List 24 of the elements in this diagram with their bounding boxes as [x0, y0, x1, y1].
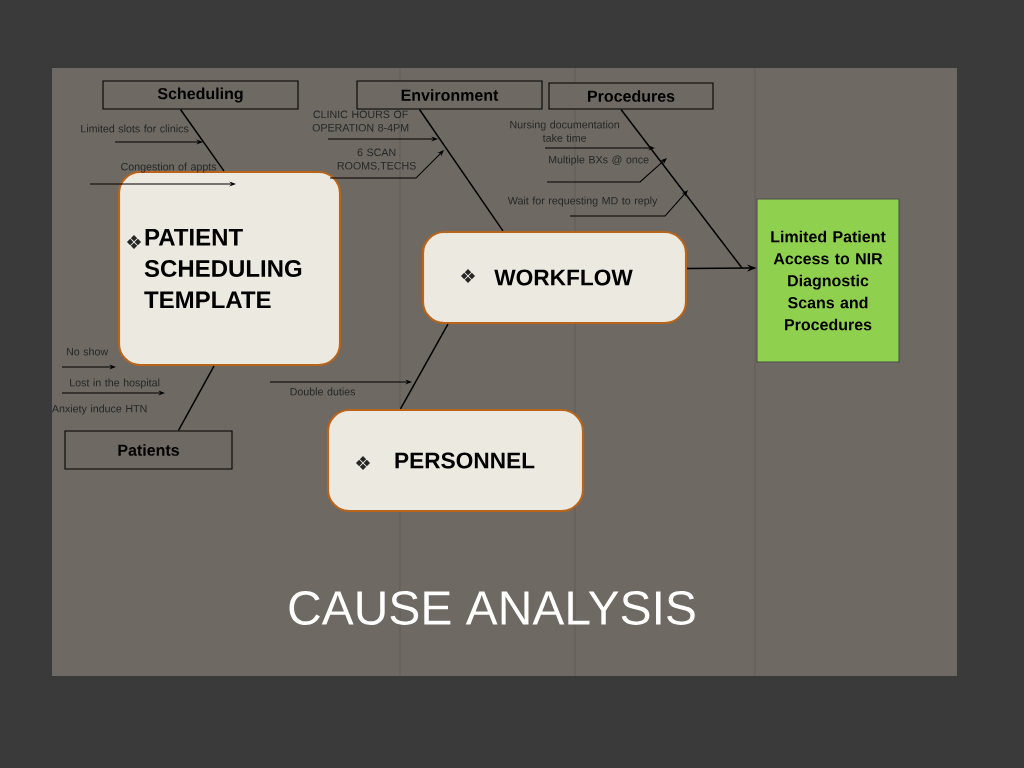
- cause-text: Wait for requesting MD to reply: [507, 196, 658, 207]
- cause-text: Limited slots for clinics: [81, 124, 189, 133]
- cause-text: Congestion of appts: [121, 162, 217, 173]
- category-box: Scheduling: [102, 80, 299, 110]
- cause-text: 6 SCAN ROOMS,TECHS: [337, 148, 416, 171]
- fishbone-bone: [179, 108, 225, 172]
- cause-text: Lost in the hospital: [70, 378, 160, 389]
- cause-text: Double duties: [290, 387, 356, 396]
- cause-text: Nursing documentation take time: [510, 120, 620, 142]
- category-box: Procedures: [548, 82, 714, 110]
- cause-text: Multiple BXs @ once: [549, 155, 649, 166]
- fishbone-bone: [620, 108, 743, 269]
- slide-title: CAUSE ANALYSIS: [289, 591, 695, 625]
- fishbone-bone: [177, 365, 215, 432]
- cause-text: CLINIC HOURS OF OPERATION 8-4PM: [312, 110, 409, 132]
- category-box: Patients: [64, 430, 233, 470]
- category-box: Environment: [356, 80, 543, 110]
- effect-box: Limited Patient Access to NIR Diagnostic Scans and Procedures: [756, 198, 900, 363]
- fishbone-bone: [418, 108, 504, 232]
- cause-text: No show: [66, 347, 109, 356]
- fishbone-bone: [399, 323, 449, 410]
- overlay-card: PERSONNEL: [326, 408, 585, 513]
- cause-text: Anxiety induce HTN: [51, 404, 147, 415]
- overlay-card: WORKFLOW: [421, 230, 688, 325]
